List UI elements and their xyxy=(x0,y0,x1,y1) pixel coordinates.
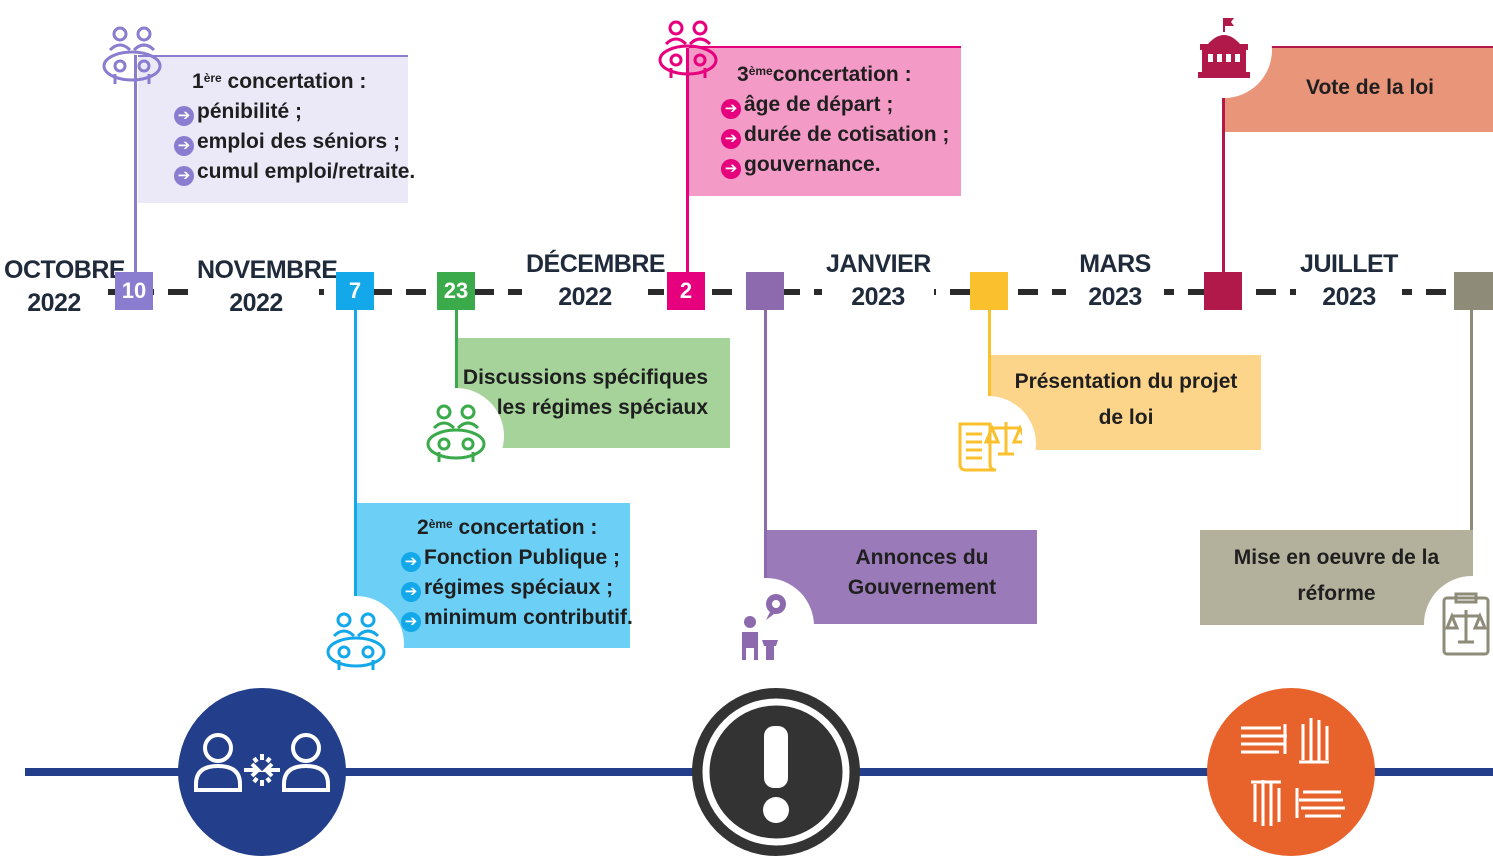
exclamation-icon xyxy=(702,698,850,846)
meeting-table-icon xyxy=(408,388,504,484)
arrow-bullet-icon: ➔ xyxy=(174,136,194,156)
arrow-bullet-icon: ➔ xyxy=(174,106,194,126)
concertation-2-item: ➔régimes spéciaux ; xyxy=(401,573,630,603)
marker-nov-23: 23 xyxy=(437,272,475,310)
event-box-presentation: Présentation du projet de loi xyxy=(991,355,1261,450)
alert-circle xyxy=(692,688,860,856)
vote-line-1: Vote de la loi xyxy=(1306,76,1434,99)
event-box-concertation-3: 3èmeconcertation : ➔âge de départ ; ➔dur… xyxy=(689,46,961,196)
event-box-vote: Vote de la loi xyxy=(1225,46,1493,132)
arrow-bullet-icon: ➔ xyxy=(721,159,741,179)
arrow-bullet-icon: ➔ xyxy=(174,166,194,186)
annonces-line-1: Annonces du xyxy=(855,546,989,569)
scales-scroll-icon xyxy=(940,396,1036,492)
concertation-1-item: ➔emploi des séniors ; xyxy=(174,127,408,157)
dialogue-circle xyxy=(178,688,346,856)
connector-mise xyxy=(1470,308,1473,548)
presentation-line-1: Présentation du projet xyxy=(1014,370,1238,393)
concertation-1-title: 1ère concertation : xyxy=(192,70,367,93)
connector-discussions xyxy=(455,308,458,408)
meeting-table-icon xyxy=(640,4,736,100)
arrow-bullet-icon: ➔ xyxy=(721,99,741,119)
connector-presentation xyxy=(988,308,991,398)
concertation-3-item: ➔âge de départ ; xyxy=(721,90,961,120)
arrow-bullet-icon: ➔ xyxy=(401,552,421,572)
marker-nov-7: 7 xyxy=(336,272,374,310)
connector-c2 xyxy=(354,308,357,618)
annonces-line-2: Gouvernement xyxy=(847,576,997,599)
dialogue-people-icon xyxy=(194,733,330,792)
speaker-podium-icon xyxy=(718,578,814,674)
mise-line-2: réforme xyxy=(1297,582,1376,605)
marker-janvier xyxy=(746,272,784,310)
marker-dec-2: 2 xyxy=(667,272,705,310)
concertation-3-title: 3èmeconcertation : xyxy=(737,63,912,86)
connector-annonces xyxy=(764,308,767,628)
meeting-table-icon xyxy=(84,10,180,106)
concertation-1-item: ➔cumul emploi/retraite. xyxy=(174,157,415,187)
concertation-3-item: ➔durée de cotisation ; xyxy=(721,120,961,150)
parliament-building-icon xyxy=(1176,2,1272,98)
scales-clipboard-icon xyxy=(1424,576,1493,672)
meeting-table-icon xyxy=(308,596,404,692)
discussions-line-1: Discussions spécifiques xyxy=(462,366,708,389)
event-box-annonces: Annonces du Gouvernement xyxy=(767,530,1037,624)
marker-oct-10: 10 xyxy=(115,272,153,310)
arrow-bullet-icon: ➔ xyxy=(401,582,421,602)
connector-c1 xyxy=(134,55,137,275)
event-box-concertation-2: 2ème concertation : ➔Fonction Publique ;… xyxy=(357,503,633,648)
joined-hands-icon xyxy=(1241,718,1345,826)
marker-vote xyxy=(1204,272,1242,310)
concertation-2-title: 2ème concertation : xyxy=(417,516,598,539)
marker-mars xyxy=(970,272,1008,310)
concertation-3-item: ➔gouvernance. xyxy=(721,150,961,180)
connector-vote xyxy=(1222,48,1225,276)
event-box-concertation-1: 1ère concertation : ➔pénibilité ; ➔emplo… xyxy=(138,55,415,203)
concertation-2-item: ➔minimum contributif. xyxy=(401,603,633,633)
concertation-2-item: ➔Fonction Publique ; xyxy=(401,543,630,573)
arrow-bullet-icon: ➔ xyxy=(721,129,741,149)
marker-juillet xyxy=(1454,272,1493,310)
arrow-bullet-icon: ➔ xyxy=(401,612,421,632)
presentation-line-2: de loi xyxy=(1098,406,1154,429)
mise-line-1: Mise en oeuvre de la xyxy=(1233,546,1440,569)
discussions-line-2: sur les régimes spéciaux xyxy=(458,396,708,419)
hands-circle xyxy=(1207,688,1375,856)
event-box-mise-en-oeuvre: Mise en oeuvre de la réforme xyxy=(1200,530,1473,625)
connector-c3 xyxy=(686,48,689,276)
timeline-line xyxy=(100,289,1493,295)
concertation-1-item: ➔pénibilité ; xyxy=(174,97,408,127)
